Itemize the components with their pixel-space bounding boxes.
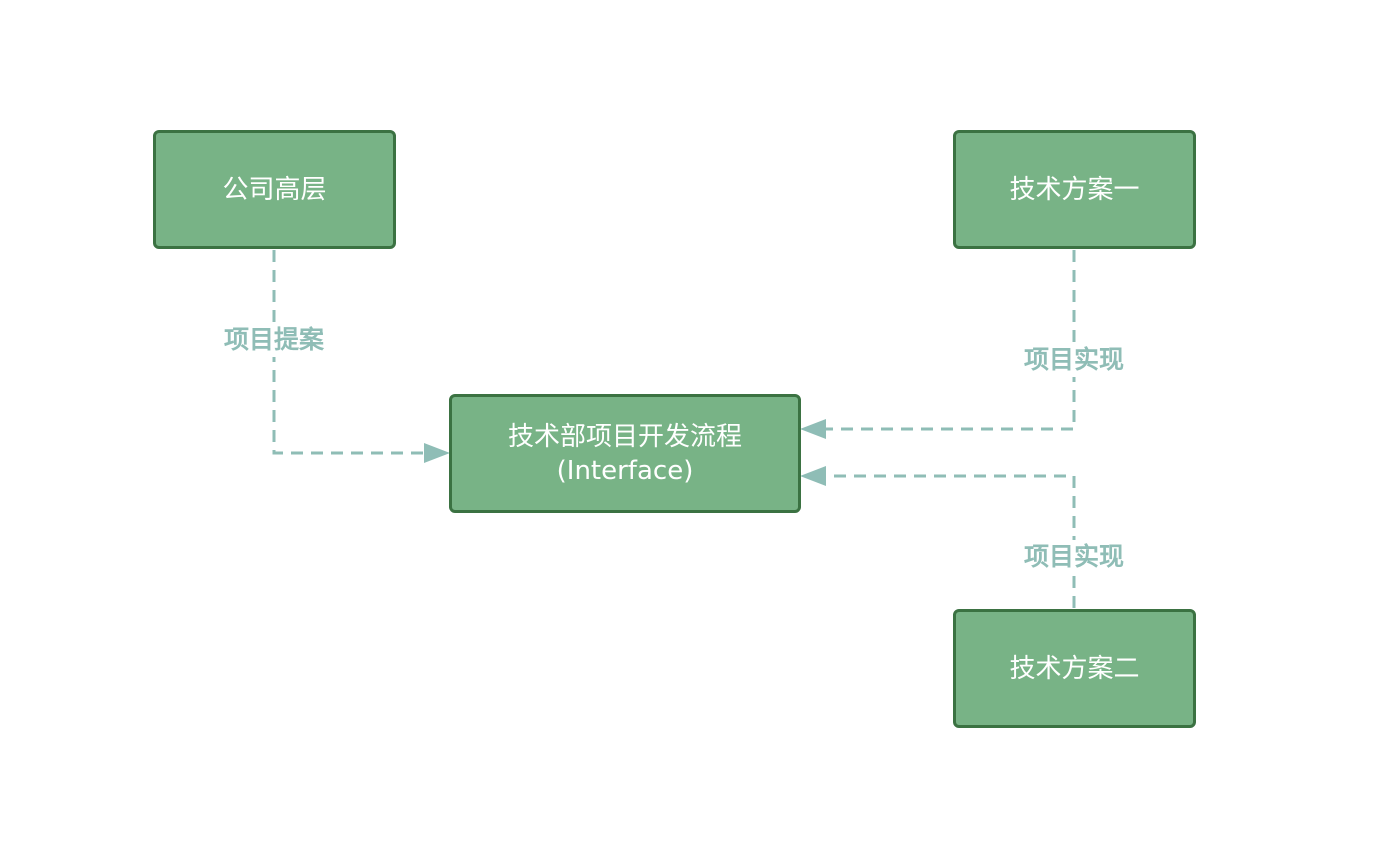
node-dev-process-label: 技术部项目开发流程 xyxy=(507,421,742,452)
connector-proposal xyxy=(272,250,426,455)
arrowhead-impl-two xyxy=(800,466,826,486)
arrowhead-proposal xyxy=(424,443,450,463)
node-top-management-label: 公司高层 xyxy=(222,174,327,205)
node-dev-process-sublabel: (Interface) xyxy=(556,455,694,486)
connector-impl-one xyxy=(826,250,1076,431)
node-tech-plan-two-label: 技术方案二 xyxy=(1009,653,1140,684)
node-tech-plan-two[interactable]: 技术方案二 xyxy=(953,609,1196,728)
node-dev-process[interactable]: 技术部项目开发流程 (Interface) xyxy=(449,394,801,513)
node-tech-plan-one-label: 技术方案一 xyxy=(1009,174,1140,205)
arrowhead-impl-one xyxy=(800,419,826,439)
node-tech-plan-one[interactable]: 技术方案一 xyxy=(953,130,1196,249)
edge-label-proposal: 项目提案 xyxy=(223,323,325,357)
edge-label-impl-one: 项目实现 xyxy=(1023,343,1125,377)
edge-label-impl-two: 项目实现 xyxy=(1023,540,1125,574)
node-top-management[interactable]: 公司高层 xyxy=(153,130,396,249)
